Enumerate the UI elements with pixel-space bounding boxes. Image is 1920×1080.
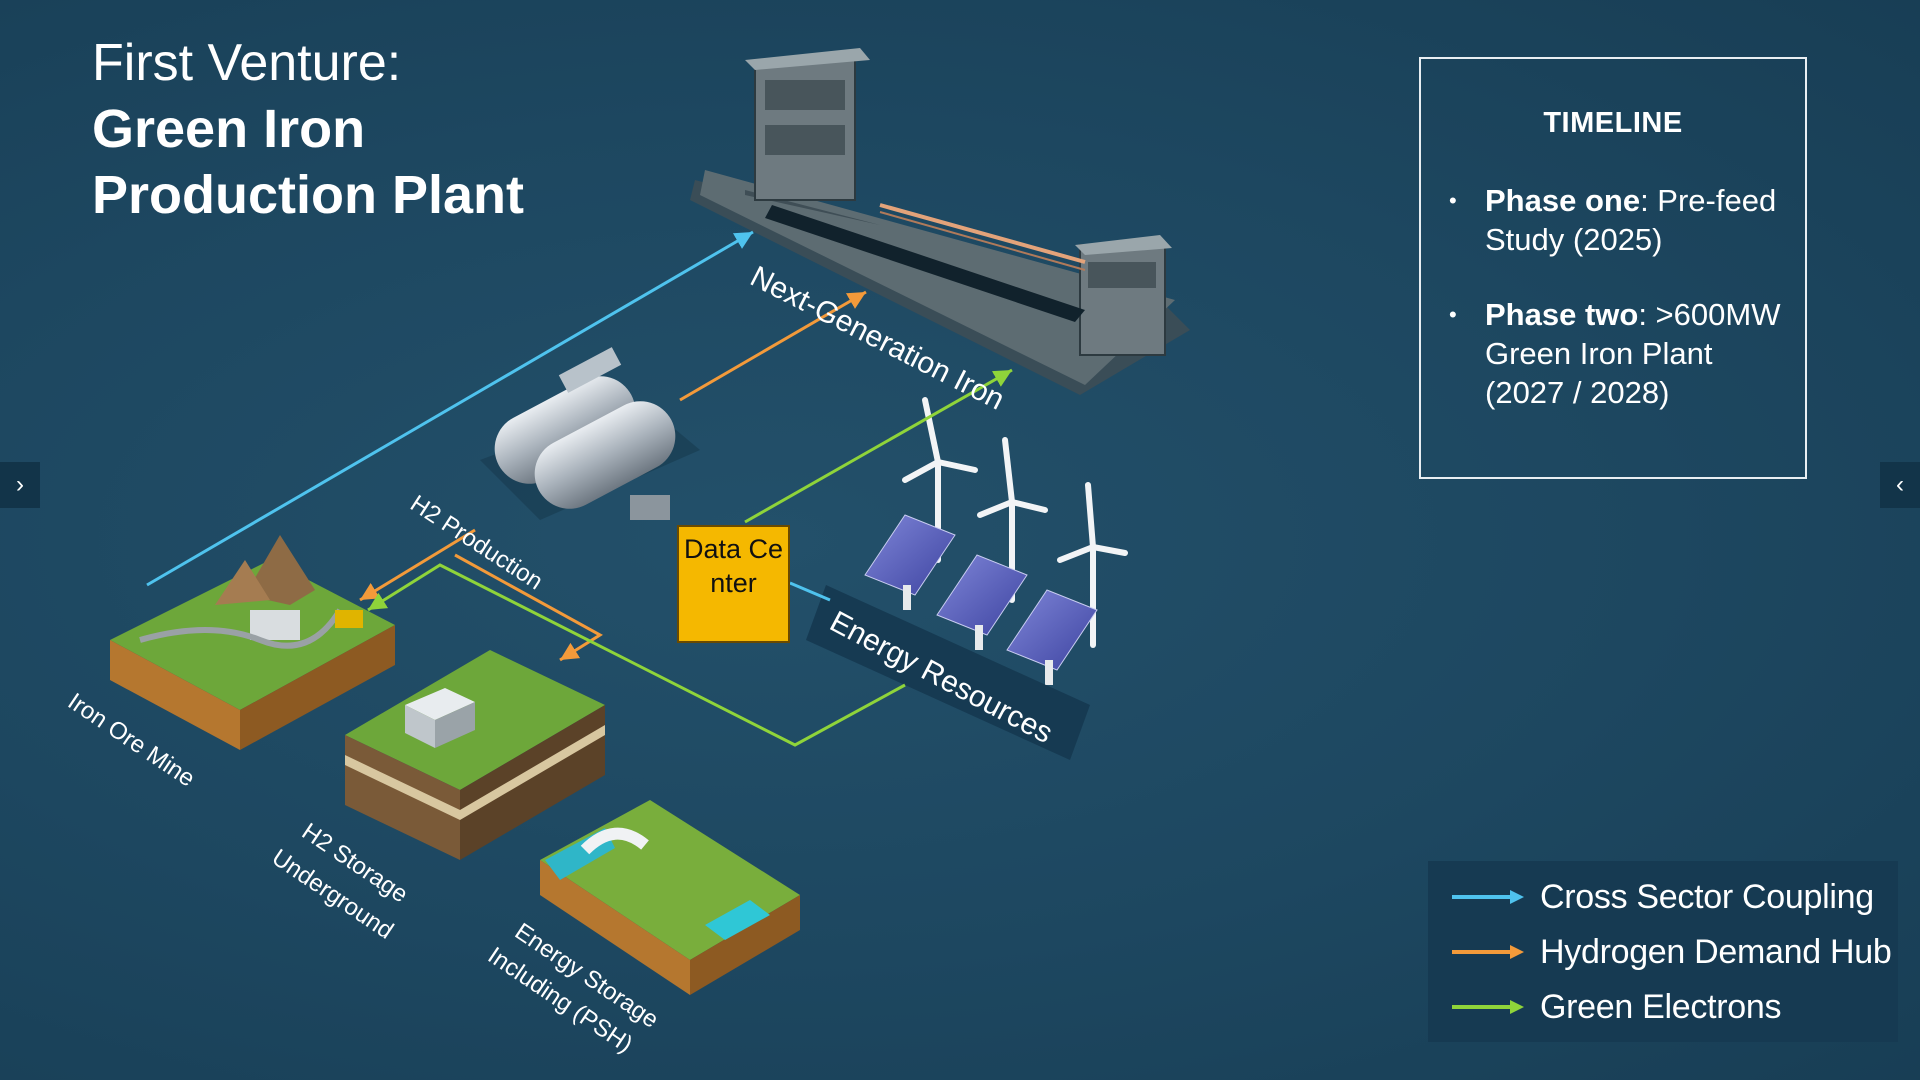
legend-item-cross-sector-coupling: Cross Sector Coupling: [1450, 877, 1890, 917]
bullet-icon: •: [1449, 188, 1457, 213]
legend-label-cross-sector-coupling: Cross Sector Coupling: [1540, 877, 1874, 916]
legend: Cross Sector Coupling Hydrogen Demand Hu…: [1428, 861, 1898, 1042]
arrow-cross-sector-coupling: [146, 230, 754, 587]
legend-label-hydrogen-demand-hub: Hydrogen Demand Hub: [1540, 932, 1892, 971]
wind-turbines-illustration: [902, 397, 1128, 648]
timeline-heading: TIMELINE: [1543, 107, 1683, 139]
chevron-left-icon: ‹: [1896, 471, 1904, 498]
arrow-h2-to-iron: [679, 290, 867, 402]
energy-resources-band: [806, 585, 1090, 760]
arrow-data-center-link: [789, 581, 831, 602]
timeline-item-1-bold: Phase one: [1485, 183, 1641, 218]
timeline-item-2-text: : >600MW Green Iron Plant (2027 / 2028): [1485, 297, 1781, 410]
orange-arrow-icon: [1452, 945, 1524, 959]
legend-item-hydrogen-demand-hub: Hydrogen Demand Hub: [1450, 932, 1892, 972]
energy-storage-illustration: [540, 800, 800, 995]
timeline-item-1-text: : Pre-feed Study (2025): [1485, 183, 1777, 257]
green-arrow-icon: [1452, 1000, 1524, 1014]
h2-storage-illustration: [345, 650, 605, 860]
timeline-panel: TIMELINE • Phase one: Pre-feed Study (20…: [1419, 57, 1807, 479]
nav-next-button[interactable]: ‹: [1880, 462, 1920, 508]
iron-ore-mine-illustration: [110, 535, 395, 750]
timeline-item-1: • Phase one: Pre-feed Study (2025): [1449, 181, 1795, 259]
legend-label-green-electrons: Green Electrons: [1540, 987, 1782, 1026]
timeline-item-2: • Phase two: >600MW Green Iron Plant (20…: [1449, 295, 1795, 412]
solar-panels-illustration: [864, 514, 1098, 685]
title-line-2: Green Iron: [92, 99, 366, 159]
slide-title: First Venture: Green Iron Production Pla…: [92, 30, 612, 228]
arrow-h2-to-mine: [359, 528, 476, 602]
data-center-box: Data Center: [677, 525, 790, 643]
chevron-right-icon: ›: [16, 471, 24, 498]
flow-arrows: [146, 230, 1013, 747]
arrow-h2-to-storage: [454, 553, 603, 662]
iron-plant-illustration: [690, 48, 1190, 395]
title-line-1: First Venture:: [92, 34, 402, 92]
nav-prev-button[interactable]: ›: [0, 462, 40, 508]
bullet-icon: •: [1449, 302, 1457, 327]
title-line-3: Production Plant: [92, 165, 524, 225]
timeline-item-2-bold: Phase two: [1485, 297, 1639, 332]
h2-production-illustration: [480, 347, 700, 520]
legend-item-green-electrons: Green Electrons: [1450, 987, 1890, 1027]
arrow-energy-to-iron: [744, 368, 1013, 524]
data-center-label: Data Center: [683, 534, 784, 598]
arrow-energy-to-mine: [367, 563, 906, 747]
blue-arrow-icon: [1452, 890, 1524, 904]
